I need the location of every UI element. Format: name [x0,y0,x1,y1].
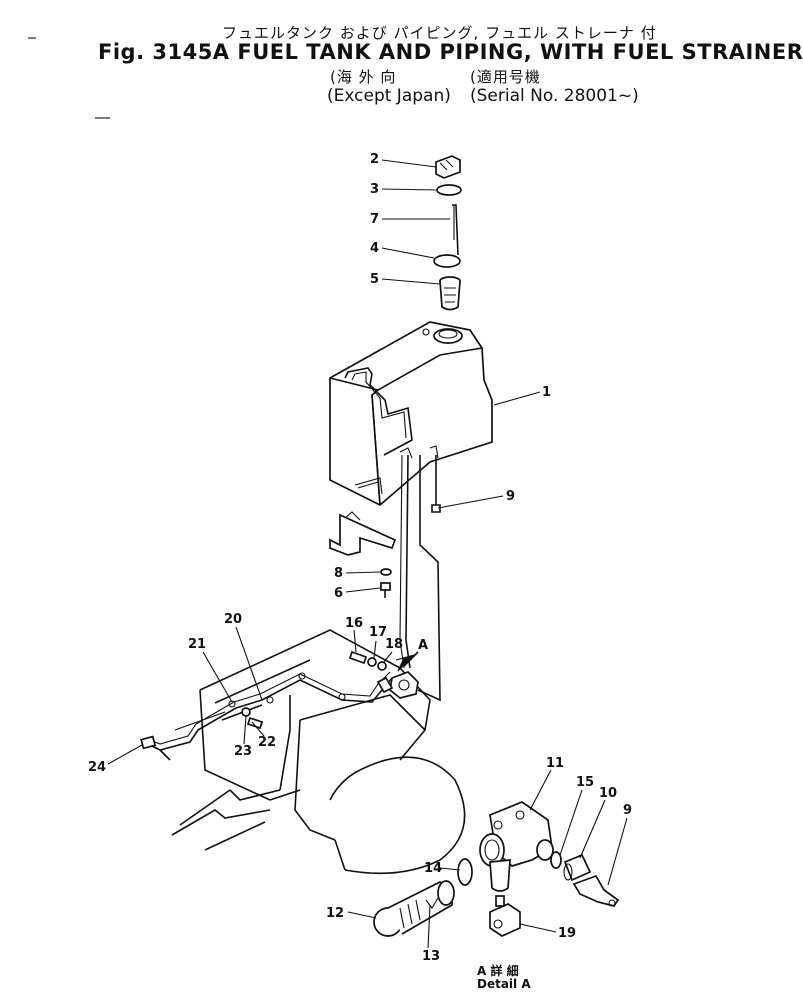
callout-19: 19 [558,926,577,941]
fuel-cap-part [435,155,461,179]
callout-6: 7 [370,212,380,227]
callout-24: 24 [88,760,107,775]
bolt-part [380,582,391,598]
tank-strainer-part [439,276,461,311]
view-arrow [395,654,416,672]
callout-10: 10 [599,786,618,801]
seal-ring-part [436,184,462,196]
callout-1: 1 [542,385,552,400]
strainer-housing-part [479,801,554,892]
japanese-title: フュエルタンク および パイピング, フュエル ストレーナ 付 [222,24,657,42]
japanese-region-note: (海 外 向 [330,68,397,86]
callout-5: 5 [370,272,380,287]
fuel-tank-part [329,321,493,507]
callout-23: 23 [234,744,253,759]
o-ring-part [457,858,473,886]
callout-21: 21 [188,637,207,652]
parts-diagram [28,37,628,949]
callout-15: 15 [576,775,595,790]
callout-3: 3 [370,182,380,197]
strainer-mount-parts [348,650,419,699]
callout-12: 12 [326,906,345,921]
washer-part [380,568,392,576]
figure-title: Fig. 3145A FUEL TANK AND PIPING, WITH FU… [98,40,803,64]
callout-16: 16 [345,616,364,631]
adapter-fitting-part [563,853,592,882]
strainer-element-part [373,880,455,937]
serial-note: (Serial No. 28001~) [470,86,639,106]
callout-20: 20 [224,612,243,627]
callout-7: 6 [334,586,344,601]
callout-22: 22 [258,735,277,750]
callout-9-upper: 9 [506,489,516,504]
detail-arrow-label: A [418,638,429,653]
callout-11: 11 [546,756,565,771]
callout-4: 4 [370,241,380,256]
detail-caption-jp: A 詳 細 [477,964,519,978]
callout-18: 18 [385,637,404,652]
callout-13: 13 [422,949,441,964]
frame-body [171,629,466,875]
drain-plug-part [489,895,521,937]
region-note: (Except Japan) [327,86,451,106]
japanese-serial-note: (適用号機 [470,68,541,86]
leader-lines [107,159,628,949]
callout-17: 17 [369,625,388,640]
callout-14: 14 [424,861,443,876]
callout-2: 2 [370,152,380,167]
callout-8: 8 [334,566,344,581]
gauge-stick-part [452,204,459,256]
detail-caption-en: Detail A [477,977,531,991]
elbow-fitting-part [572,874,620,907]
callout-9-lower: 9 [623,803,633,818]
gasket-part [433,254,461,268]
o-ring-part-2 [550,851,562,869]
